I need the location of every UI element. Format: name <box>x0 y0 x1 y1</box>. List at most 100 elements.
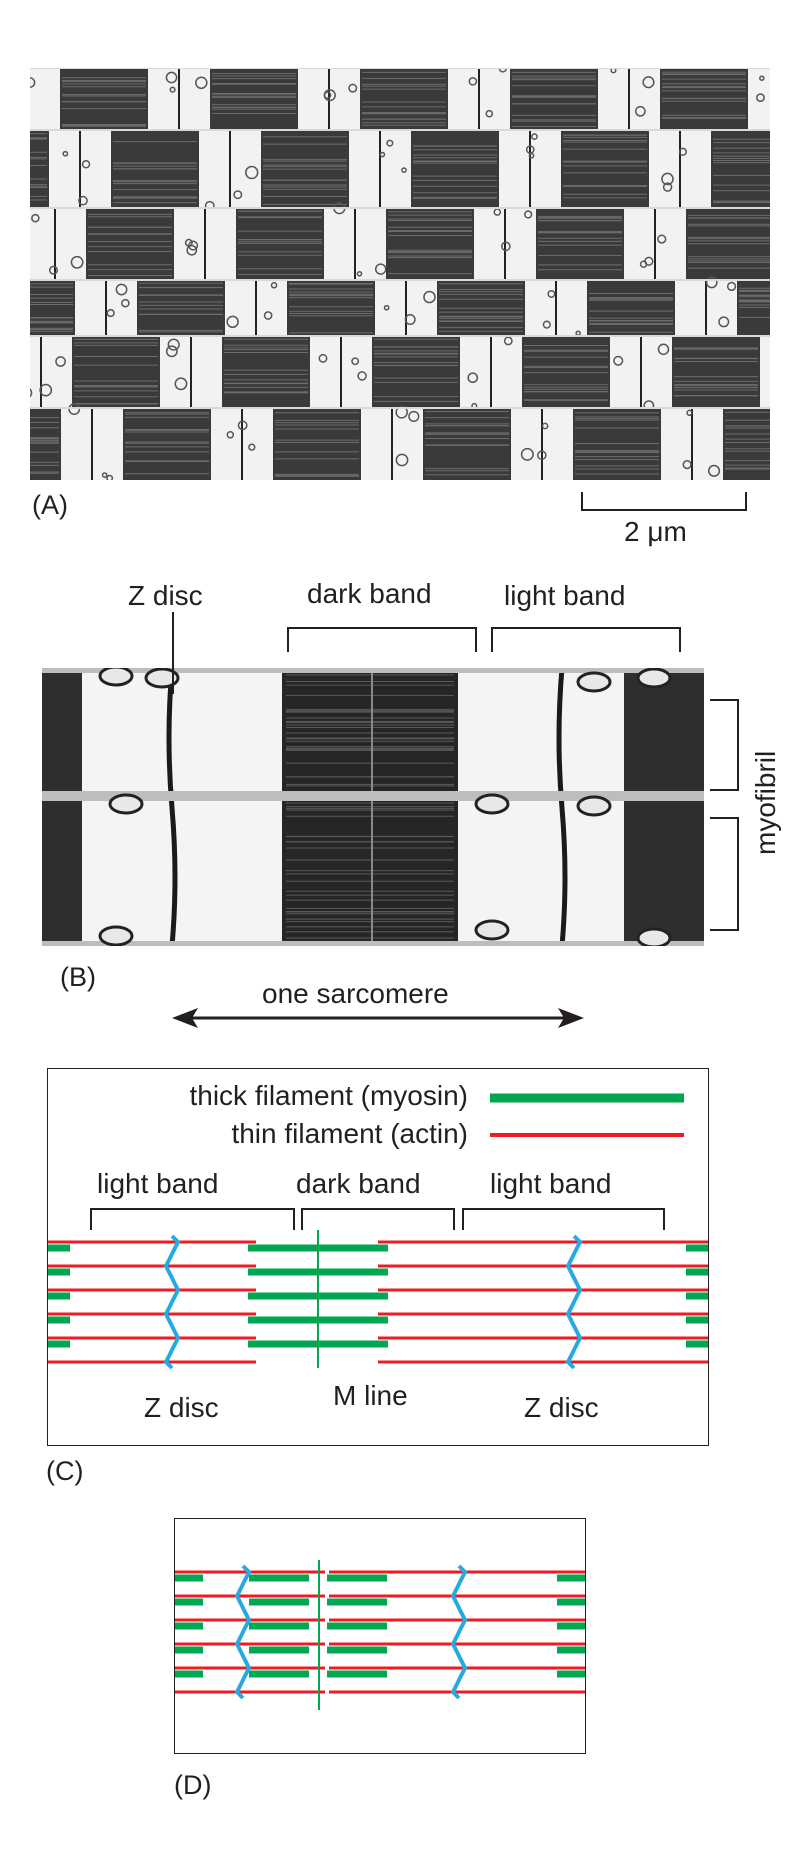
organelle <box>636 927 672 946</box>
organelle <box>186 244 198 256</box>
myofibril-border-b <box>42 668 704 673</box>
panel-c-label: (C) <box>46 1456 84 1486</box>
organelle <box>121 298 130 308</box>
organelle <box>226 315 239 329</box>
dark-band-edge <box>624 668 704 946</box>
panel-b-label: (B) <box>60 962 96 992</box>
organelle <box>81 160 91 169</box>
organelle <box>318 353 328 363</box>
organelle <box>525 145 535 154</box>
dark-band-a <box>522 336 610 408</box>
organelle <box>705 276 718 289</box>
organelle <box>351 357 360 366</box>
dark-band-a <box>123 408 211 480</box>
organelle <box>531 133 538 141</box>
organelle <box>78 195 88 206</box>
dark-band-a <box>210 68 298 130</box>
legend-thick-label: thick filament (myosin) <box>189 1080 468 1111</box>
organelle <box>523 210 533 219</box>
panel-a-label: (A) <box>32 490 68 520</box>
organelle <box>383 304 390 311</box>
organelle <box>657 234 667 244</box>
organelle <box>576 671 612 693</box>
organelle <box>542 320 551 329</box>
organelle <box>395 453 409 467</box>
legend-swatches <box>490 1093 684 1137</box>
organelle <box>528 152 535 159</box>
dark-band-label-c: dark band <box>296 1168 421 1199</box>
organelle <box>386 139 394 147</box>
z-disc <box>234 1564 252 1700</box>
dark-band-a <box>30 280 75 336</box>
z-disc-b <box>166 668 178 946</box>
organelle <box>718 316 730 328</box>
organelle <box>237 420 248 431</box>
dark-band-a <box>561 130 649 208</box>
organelle <box>686 409 693 416</box>
myofibril-brackets <box>710 699 739 931</box>
organelle <box>678 147 687 156</box>
organelle <box>468 77 478 86</box>
dark-band-a <box>737 280 770 336</box>
band-brackets-c <box>90 1208 665 1230</box>
light-band-a <box>748 68 770 130</box>
dark-band-a <box>236 208 324 280</box>
organelle <box>31 213 40 223</box>
dark-band-a <box>72 336 160 408</box>
dark-band-a <box>222 336 310 408</box>
organelle <box>500 241 511 252</box>
organelle <box>39 383 53 397</box>
organelle <box>233 190 243 200</box>
organelle <box>70 255 84 269</box>
light-band-a <box>30 68 60 130</box>
organelle <box>101 472 108 478</box>
dark-band-edge <box>42 668 82 946</box>
organelle <box>374 263 387 275</box>
micrograph-a <box>30 68 770 480</box>
organelle <box>169 86 176 93</box>
light-band-a <box>760 336 770 408</box>
double-headed-arrow-icon <box>172 1008 584 1028</box>
m-line-label: M line <box>333 1380 408 1411</box>
dark-band-a <box>372 336 460 408</box>
z-disc <box>565 1234 583 1370</box>
organelle <box>108 793 144 815</box>
organelle <box>759 75 765 81</box>
band-brackets-b <box>287 627 681 652</box>
z-disc-left-label-c: Z disc <box>144 1392 219 1423</box>
organelle <box>165 345 178 358</box>
organelle <box>30 77 36 89</box>
z-disc-b <box>556 668 568 946</box>
panel-d-label: (D) <box>174 1770 212 1800</box>
light-band-left-label-c: light band <box>97 1168 219 1199</box>
organelle <box>613 355 624 366</box>
organelle <box>404 314 416 326</box>
light-band-label-b: light band <box>504 580 626 611</box>
organelle <box>245 165 259 180</box>
dark-band-a <box>30 130 49 208</box>
dark-band-a <box>287 280 375 336</box>
organelle <box>520 447 534 461</box>
organelle <box>726 281 737 292</box>
organelle <box>395 406 408 419</box>
organelle <box>485 109 494 118</box>
organelle <box>657 343 670 356</box>
organelle <box>708 464 721 477</box>
sarcomere-diagram-relaxed <box>48 1230 708 1370</box>
organelle <box>634 105 646 117</box>
organelle <box>174 377 188 391</box>
organelle <box>682 460 692 470</box>
diagram-c-frame <box>47 1068 709 1446</box>
organelle <box>226 431 235 439</box>
myofibril-border-b <box>42 791 704 801</box>
dark-band-a <box>587 280 675 336</box>
organelle <box>467 372 479 384</box>
organelle <box>662 182 673 192</box>
z-disc-pointer-b <box>172 612 174 694</box>
myofibril-label: myofibril <box>750 750 781 855</box>
organelle <box>115 283 128 296</box>
sarcomere-label: one sarcomere <box>262 978 449 1009</box>
dark-band-a <box>423 408 511 480</box>
dark-band-a <box>60 68 148 130</box>
dark-band-a <box>137 280 225 336</box>
